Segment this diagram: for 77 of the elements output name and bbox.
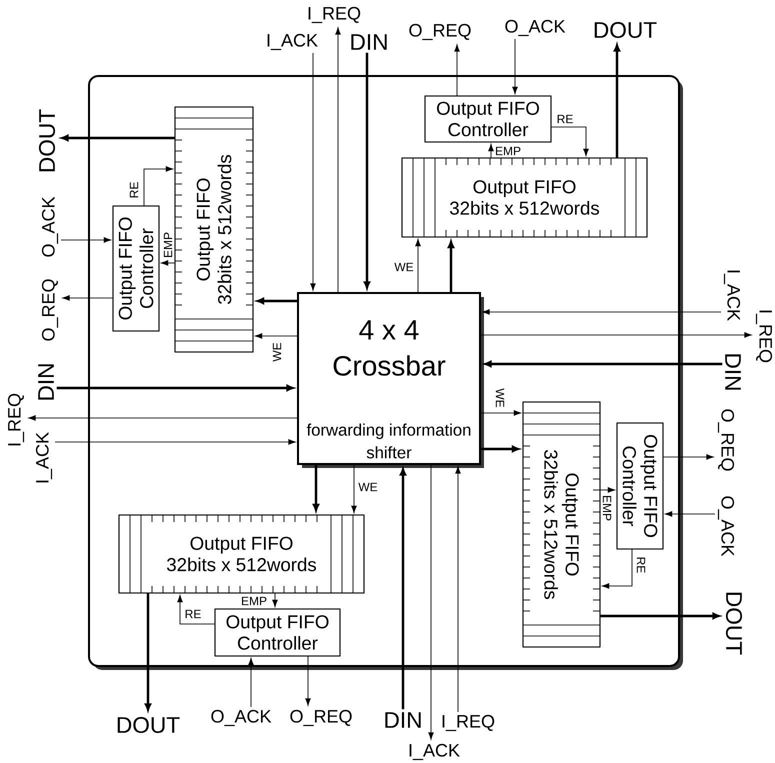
signal-label: O_ACK (505, 20, 566, 36)
signal-label: I_REQ (308, 6, 360, 24)
edge-label: RE (636, 556, 646, 574)
signal-label: DOUT (38, 109, 56, 172)
arrow (428, 464, 434, 740)
crossbar-box: 4 x 4 Crossbar forwarding information shifter (297, 292, 484, 468)
signal-label: I_REQ (442, 714, 494, 732)
signal-label: DOUT (726, 592, 742, 655)
arrow (177, 594, 215, 624)
arrow (480, 410, 522, 416)
arrow (551, 126, 589, 156)
signal-label: I_REQ (8, 394, 24, 446)
controller-box: Output FIFO Controller (214, 608, 341, 657)
arrow (455, 466, 461, 712)
signal-label: I_ACK (268, 34, 318, 50)
signal-label: DIN (725, 354, 741, 390)
arrow (600, 487, 616, 493)
arrow (28, 415, 298, 421)
signal-label: O_ACK (211, 710, 272, 726)
arrow (144, 166, 174, 206)
arrow (454, 44, 460, 96)
arrow (663, 454, 714, 460)
arrow (400, 468, 406, 710)
arrow (335, 27, 341, 292)
signal-label: I_ACK (410, 744, 460, 760)
fifo-box: Output FIFO 32bits x 512words (522, 401, 601, 648)
arrow (481, 446, 520, 452)
arrow (54, 439, 296, 445)
arrow (484, 360, 722, 368)
signal-label: O_REQ (409, 24, 471, 40)
arrow (364, 52, 370, 289)
arrow (602, 549, 632, 589)
arrow (248, 658, 254, 708)
fifo-box: Output FIFO 32bits x 512words (118, 514, 365, 594)
signal-label: DOUT (594, 22, 657, 38)
fifo-box: Output FIFO 32bits x 512words (401, 157, 648, 238)
arrow (448, 240, 454, 292)
signal-label: O_ACK (42, 196, 58, 257)
arrow (256, 298, 297, 304)
arrow (144, 594, 152, 711)
arrow (62, 295, 113, 301)
controller-box: Output FIFO Controller (424, 95, 552, 143)
arrow (664, 511, 716, 517)
arrow (272, 593, 278, 608)
signal-label: DIN (38, 364, 54, 400)
signal-label: DIN (351, 34, 387, 50)
fifo-box: Output FIFO 32bits x 512words (174, 106, 254, 353)
edge-label: RE (184, 608, 202, 620)
arrow (61, 134, 174, 142)
arrow (56, 384, 294, 392)
arrow (512, 38, 518, 94)
arrow (60, 237, 112, 243)
signal-label: O_REQ (42, 279, 58, 341)
controller-box: Output FIFO Controller (112, 205, 160, 332)
arrow (614, 44, 620, 158)
arrow (160, 260, 175, 266)
arrow (482, 309, 722, 315)
signal-label: I_ACK (36, 432, 52, 482)
edge-label: RE (128, 180, 140, 200)
signal-label: DOUT (118, 716, 180, 734)
arrow (310, 52, 316, 291)
signal-label: I_ACK (724, 270, 740, 321)
arrow (312, 465, 320, 512)
edge-label: RE (556, 114, 574, 124)
signal-label: O_ACK (718, 496, 734, 556)
arrow (480, 332, 752, 338)
signal-label: DIN (385, 712, 421, 728)
arrow (415, 238, 421, 292)
arrow (600, 612, 720, 620)
controller-box: Output FIFO Controller (616, 422, 664, 550)
arrow (254, 333, 298, 339)
signal-label: I_REQ (756, 310, 772, 362)
arrow (305, 656, 311, 706)
signal-label: O_REQ (718, 409, 734, 471)
arrow (351, 464, 357, 514)
signal-label: O_REQ (290, 710, 352, 726)
arrow (488, 144, 494, 158)
